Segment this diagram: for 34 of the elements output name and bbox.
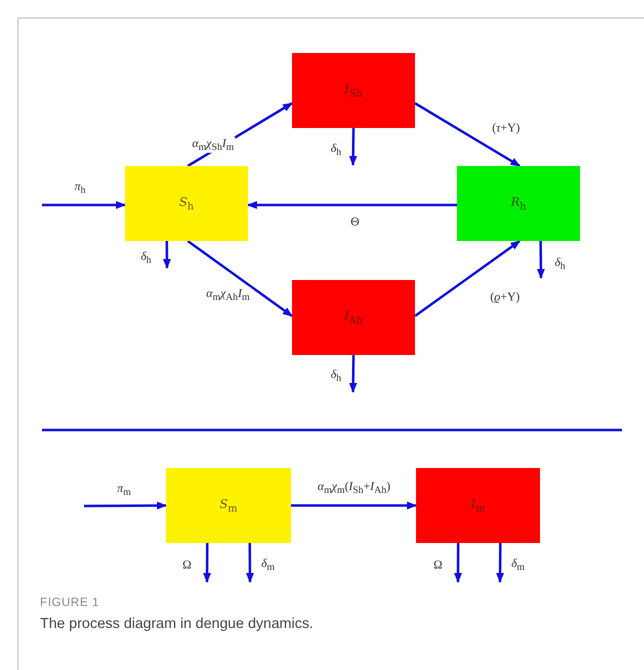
arrow: [349, 354, 358, 393]
compartment-box: [125, 166, 248, 241]
arrow: [291, 502, 417, 510]
arrow: [536, 240, 545, 279]
compartment-box: [292, 280, 415, 355]
arrow: [496, 543, 504, 583]
arrow: [246, 543, 254, 583]
arrow: [247, 201, 457, 209]
arrow: [187, 240, 293, 318]
compartment-label: I$_{Ah}$: [344, 308, 363, 326]
compartment-box: [292, 53, 415, 128]
arrow: [42, 201, 126, 209]
compartment-box: [416, 468, 540, 543]
compartment-box: [457, 166, 580, 241]
arrow: [349, 128, 358, 166]
rate-label: (τ+Υ): [491, 121, 521, 135]
compartment-label: S$_{m}$: [220, 496, 238, 514]
compartment-label: I$_{Sh}$: [344, 82, 363, 100]
arrow: [454, 543, 462, 583]
figure-caption: The process diagram in dengue dynamics.: [40, 616, 314, 632]
rate-label: α$_{m}$χ$_{Sh}$I$_{m}$: [191, 136, 235, 154]
figure-number: FIGURE 1: [40, 595, 100, 609]
arrow: [203, 543, 212, 583]
arrow: [414, 240, 521, 318]
arrow: [414, 102, 521, 168]
compartment-label: I$_{m}$: [470, 496, 486, 514]
compartment-box: [166, 468, 291, 543]
compartment-label: R$_{h}$: [510, 194, 526, 212]
arrow: [162, 241, 171, 269]
compartment-label: S$_{h}$: [179, 194, 194, 212]
rate-label: (ϱ+Υ): [489, 290, 521, 304]
arrow: [84, 502, 167, 510]
rate-label: α$_{m}$χ$_{m}$(I$_{Sh}$+I$_{Ah}$): [316, 480, 392, 496]
rate-label: Θ: [350, 215, 360, 229]
